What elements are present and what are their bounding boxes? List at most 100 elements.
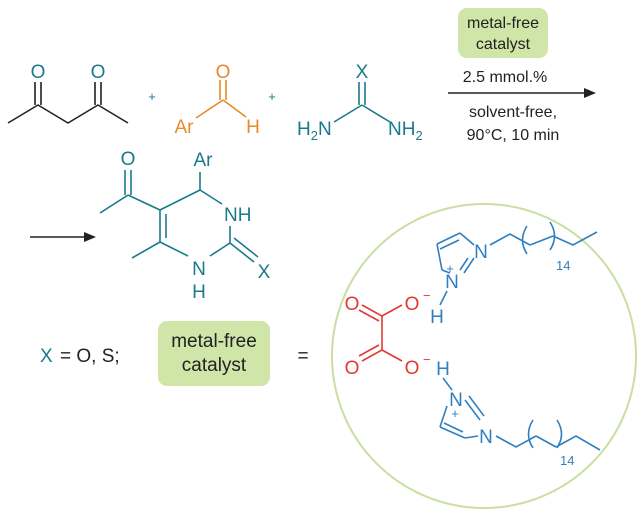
oxalate-co-bottom-b [358, 344, 380, 357]
urea-x: X [356, 62, 369, 83]
urea-n-c-right [361, 104, 391, 123]
im1-c4-c5-double [439, 239, 460, 250]
im2-bracket-left [527, 419, 534, 449]
acetyl-ring-bond [127, 194, 161, 211]
reaction-arrow-head [584, 88, 596, 98]
ring-c2-n1 [209, 242, 231, 257]
product-n-bottom: N [192, 259, 206, 280]
im1-plus-charge: + [446, 261, 454, 276]
legend-equals: = [297, 346, 308, 367]
im1-n1-c2 [463, 257, 475, 274]
im2-n3-c2-double [468, 395, 485, 417]
diketone-oxygen-1: O [31, 62, 46, 83]
oxalate-minus-bottom: − [423, 352, 431, 367]
im2-chain-end [555, 435, 601, 451]
catalyst-circle [331, 203, 637, 509]
oxalate-co-top-a [361, 304, 383, 317]
product-cx-bond-b [233, 237, 259, 258]
product-x: X [258, 262, 271, 283]
catalyst-badge-top-line2: catalyst [476, 36, 531, 53]
oxalate-cominus-top [381, 304, 403, 317]
im2-n3-c2 [464, 399, 481, 421]
im1-chain-count: 14 [556, 258, 570, 273]
im1-bracket-left [521, 225, 528, 255]
im1-c4-n3 [436, 243, 443, 271]
aldehyde-aryl: Ar [175, 117, 195, 138]
ar-c-bond [195, 99, 224, 119]
im1-chain-end [552, 231, 598, 246]
im1-n-alkyl: N [474, 242, 488, 263]
product-aryl: Ar [194, 150, 214, 171]
urea-thiourea: X H2N NH2 [297, 62, 423, 143]
im2-nh-bond [442, 377, 453, 391]
urea-nh2-left: H2N [297, 119, 332, 143]
im1-c4-c5 [436, 232, 461, 245]
ring-n1-c6 [159, 241, 189, 257]
reaction-conditions: metal-free catalyst 2.5 mmol.% solvent-f… [448, 8, 596, 144]
diketone-chain [7, 104, 129, 124]
c-h-bond [222, 99, 247, 118]
plus-sign-1: + [148, 89, 156, 104]
im1-chain-mid [529, 235, 554, 246]
oxalate-cominus-bottom [381, 349, 403, 362]
im2-chain-count: 14 [560, 453, 574, 468]
urea-nh2-right: NH2 [388, 119, 423, 143]
oxalate-co-bottom-a [361, 349, 383, 362]
catalyst-loading: 2.5 mmol.% [463, 69, 547, 86]
im1-nh-bond [439, 290, 448, 306]
ring-methyl-bond [131, 241, 161, 259]
product-cx-bond-a [229, 242, 255, 263]
product-nh-top: NH [224, 205, 251, 226]
im1-chain-start [489, 233, 531, 246]
im2-c5-n1 [464, 435, 479, 439]
oxalate-o-bottom: O [345, 358, 360, 379]
diketone-oxygen-2: O [91, 62, 106, 83]
im1-n3-stub [441, 269, 451, 274]
acetyl-methyl-bond [99, 194, 129, 214]
aldehyde-hydrogen: H [246, 117, 260, 138]
im2-c4-c5 [439, 426, 466, 439]
im2-n3-c4 [439, 405, 448, 428]
urea-n-c-left [333, 104, 363, 123]
legend-x-definition: = O, S; [60, 346, 120, 367]
product-arrow-head [84, 232, 96, 242]
oxalate-ominus-top: O [405, 294, 420, 315]
oxalate-co-top-b [358, 309, 380, 322]
im2-n-alkyl: N [479, 427, 493, 448]
im2-h: H [436, 359, 450, 380]
im1-n1-c2-double [459, 257, 469, 271]
im1-n-plus: N [445, 272, 459, 293]
oxalate-o-top: O [345, 294, 360, 315]
solvent-condition: solvent-free, [469, 104, 557, 121]
legend-x: X [40, 346, 53, 367]
catalyst-badge-top [458, 8, 548, 58]
aryl-aldehyde: O Ar H [175, 62, 260, 138]
ring-c5-c4 [159, 189, 201, 211]
catalyst-badge-legend [158, 321, 270, 386]
catalyst-badge-top-line1: metal-free [467, 15, 539, 32]
im1-c5-n1 [459, 232, 475, 246]
catalyst-badge-legend-line2: catalyst [182, 355, 247, 376]
catalyst-badge-legend-line1: metal-free [171, 331, 257, 352]
product-h-bottom: H [192, 282, 206, 303]
ring-c4-n3 [199, 189, 223, 205]
im1-h: H [430, 307, 444, 328]
oxalate-ominus-bottom: O [405, 358, 420, 379]
im2-plus-charge: + [451, 406, 459, 421]
aldehyde-oxygen: O [216, 62, 231, 83]
oxalate-minus-top: − [423, 288, 431, 303]
plus-sign-2: + [268, 89, 276, 104]
im2-n-plus: N [449, 390, 463, 411]
imidazolium-cation-top: N N + H 14 [430, 221, 598, 328]
oxalate-anion: O O O − O − [345, 288, 431, 379]
dhpm-product: O Ar NH N H X [99, 149, 271, 303]
legend: X = O, S; metal-free catalyst = [40, 321, 309, 386]
im2-c4-c5-double [443, 422, 464, 433]
acetylacetone: O O [7, 62, 129, 124]
im2-chain-mid [535, 435, 557, 448]
temp-time-condition: 90°C, 10 min [467, 127, 560, 144]
imidazolium-cation-bottom: H N + N 14 [436, 359, 601, 468]
product-oxygen: O [121, 149, 136, 170]
